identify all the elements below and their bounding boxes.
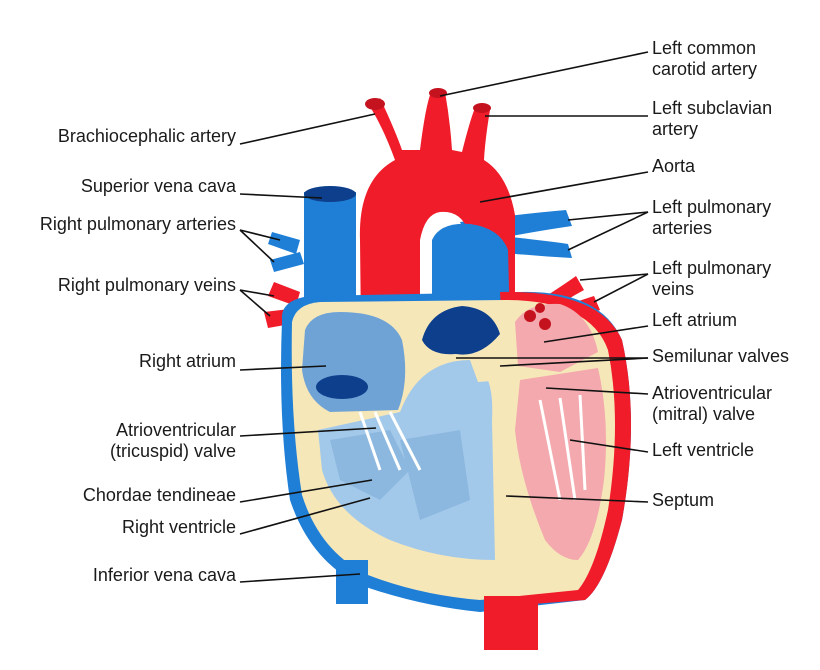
leader-tricuspid (239, 427, 377, 437)
label-semilunar-valves: Semilunar valves (652, 346, 790, 366)
label-brachiocephalic-artery: Brachiocephalic artery (57, 126, 236, 146)
inferior-vena-cava-shape (336, 560, 368, 604)
leader-right-atrium (239, 365, 327, 371)
leader-semilunar-2 (499, 357, 649, 367)
leader-superior-vena-cava (239, 193, 323, 199)
leader-left-atrium (543, 325, 649, 343)
leader-right-pulmonary-arteries-2 (239, 229, 275, 263)
leader-right-pulmonary-arteries-1 (239, 229, 281, 241)
semilunar-valves-shape (422, 306, 505, 382)
descending-aorta-shape (484, 596, 538, 650)
label-chordae-tendineae: Chordae tendineae (82, 485, 236, 505)
label-left-atrium: Left atrium (652, 310, 738, 330)
leader-right-pulmonary-veins-1 (239, 289, 275, 297)
leader-chordae (239, 479, 373, 503)
right-pulmonary-arteries-shape (268, 232, 304, 272)
leader-inferior-vena-cava (239, 573, 361, 583)
leader-right-pulmonary-veins-2 (239, 289, 271, 317)
leader-left-ventricle (569, 439, 649, 453)
label-inferior-vena-cava: Inferior vena cava (92, 565, 236, 585)
label-tricuspid-valve: Atrioventricular (tricuspid) valve (109, 420, 236, 461)
label-left-subclavian-artery: Left subclavian artery (652, 98, 773, 139)
label-aorta: Aorta (652, 156, 696, 176)
leader-left-pulmonary-arteries-2 (567, 211, 649, 251)
leader-brachiocephalic (239, 113, 376, 145)
label-right-ventricle: Right ventricle (121, 517, 236, 537)
leader-left-pulmonary-veins-2 (593, 273, 649, 303)
label-left-pulmonary-arteries: Left pulmonary arteries (652, 197, 772, 238)
left-ventricle-shape (515, 368, 606, 560)
label-left-pulmonary-veins: Left pulmonary veins (652, 258, 772, 299)
leader-left-pulmonary-arteries-1 (567, 211, 649, 221)
leader-mitral (545, 387, 649, 395)
leader-aorta (479, 171, 649, 203)
label-right-atrium: Right atrium (138, 351, 236, 371)
leader-left-pulmonary-veins-1 (579, 273, 649, 281)
left-atrium-shape (515, 303, 598, 372)
label-superior-vena-cava: Superior vena cava (80, 176, 236, 196)
label-left-ventricle: Left ventricle (652, 440, 755, 460)
label-right-pulmonary-arteries: Right pulmonary arteries (39, 214, 236, 234)
label-left-common-carotid-artery: Left common carotid artery (652, 38, 758, 79)
label-right-pulmonary-veins: Right pulmonary veins (57, 275, 236, 295)
label-mitral-valve: Atrioventricular (mitral) valve (652, 383, 773, 424)
label-septum: Septum (652, 490, 715, 510)
leader-left-common-carotid (439, 51, 649, 97)
leader-septum (505, 495, 649, 503)
chordae-tendineae-shape (358, 411, 422, 471)
leader-right-ventricle (239, 497, 371, 535)
right-atrium-shape (302, 312, 406, 412)
leader-lines (239, 51, 649, 583)
